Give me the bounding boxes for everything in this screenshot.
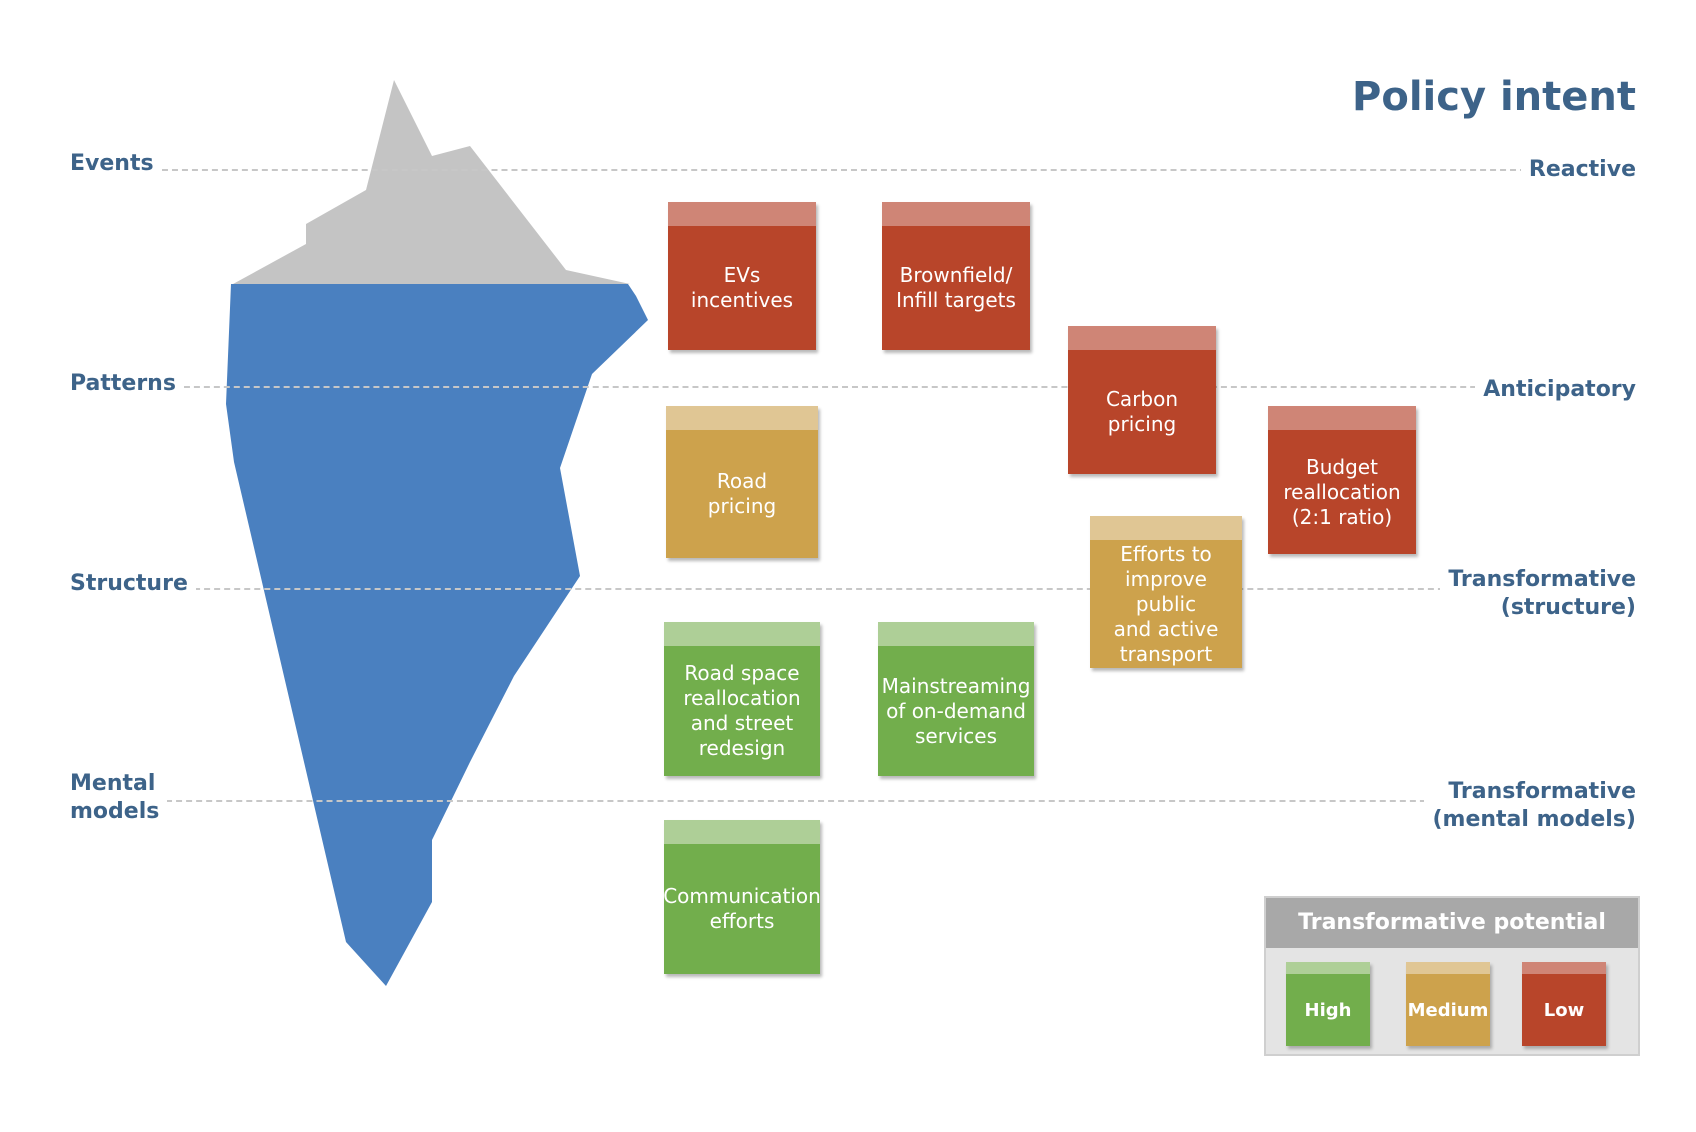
policy-text: Efforts to improve public and active tra… [1090, 540, 1242, 668]
legend: Transformative potential High Medium Low [1264, 896, 1640, 1056]
policy-note-public-active-transport: Efforts to improve public and active tra… [1090, 516, 1242, 668]
policy-note-carbon-pricing: Carbon pricing [1068, 326, 1216, 474]
anticipatory-label: Anticipatory [1475, 376, 1636, 404]
policy-note-road-space-reallocation: Road space reallocation and street redes… [664, 622, 820, 776]
transformative-structure-label: Transformative (structure) [1440, 566, 1636, 622]
policy-text: Brownfield/ Infill targets [882, 226, 1030, 350]
legend-low: Low [1522, 962, 1606, 1046]
structure-level-line [174, 588, 1474, 590]
policy-text: Budget reallocation (2:1 ratio) [1268, 430, 1416, 554]
events-label: Events [70, 150, 162, 178]
policy-text: EVs incentives [668, 226, 816, 350]
policy-note-brownfield-infill: Brownfield/ Infill targets [882, 202, 1030, 350]
legend-high-label: High [1286, 974, 1370, 1046]
policy-text: Road pricing [666, 430, 818, 558]
legend-title: Transformative potential [1266, 898, 1638, 948]
policy-text: Mainstreaming of on-demand services [878, 646, 1034, 776]
mental-models-label: Mental models [70, 770, 168, 826]
reactive-label: Reactive [1520, 156, 1636, 184]
mental-models-level-line [156, 800, 1456, 802]
iceberg-tip [233, 80, 630, 284]
policy-note-evs-incentives: EVs incentives [668, 202, 816, 350]
policy-text: Road space reallocation and street redes… [664, 646, 820, 776]
iceberg-body [226, 284, 648, 986]
structure-label: Structure [70, 570, 196, 598]
legend-high: High [1286, 962, 1370, 1046]
policy-note-budget-reallocation: Budget reallocation (2:1 ratio) [1268, 406, 1416, 554]
policy-note-on-demand-services: Mainstreaming of on-demand services [878, 622, 1034, 776]
events-level-line [152, 169, 1536, 171]
patterns-level-line [164, 386, 1536, 388]
page-title: Policy intent [1352, 74, 1636, 120]
patterns-label: Patterns [70, 370, 184, 398]
legend-medium-label: Medium [1406, 974, 1490, 1046]
policy-note-communication-efforts: Communication efforts [663, 820, 821, 974]
policy-text: Communication efforts [663, 844, 821, 974]
policy-note-road-pricing: Road pricing [666, 406, 818, 558]
legend-medium: Medium [1406, 962, 1490, 1046]
transformative-mental-models-label: Transformative (mental models) [1424, 778, 1636, 834]
legend-low-label: Low [1522, 974, 1606, 1046]
policy-text: Carbon pricing [1068, 350, 1216, 474]
